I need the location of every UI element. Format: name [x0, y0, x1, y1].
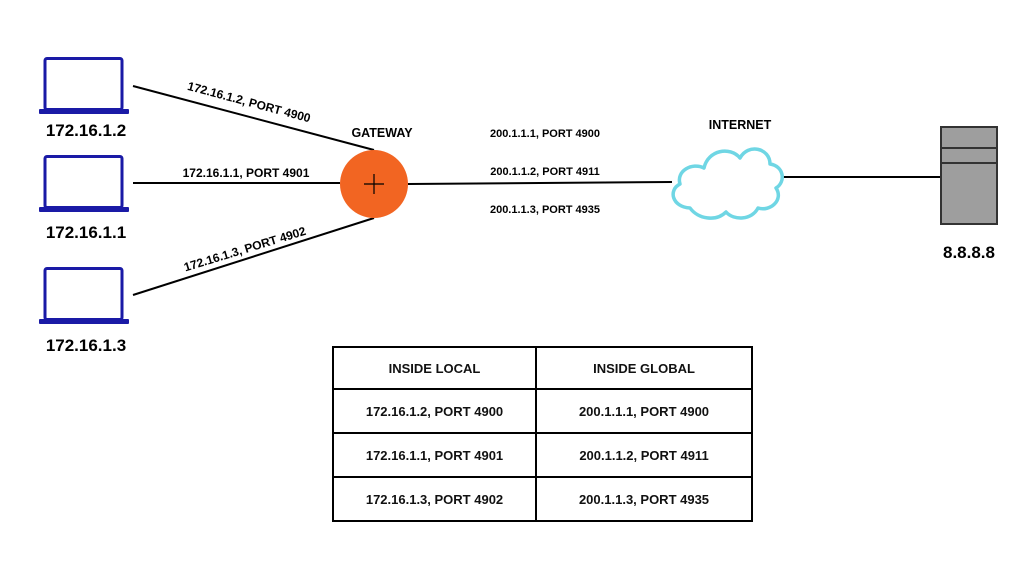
table-cell: 200.1.1.3, PORT 4935	[535, 476, 753, 522]
table-cell: 200.1.1.1, PORT 4900	[535, 388, 753, 434]
server-icon	[940, 126, 998, 225]
laptop-icon	[39, 267, 129, 324]
link-gateway-internet	[407, 181, 673, 185]
link-host3-gateway	[132, 217, 375, 296]
column-header-inside-global: INSIDE GLOBAL	[535, 346, 753, 390]
link-host1-gateway	[132, 85, 375, 151]
server-ip-label: 8.8.8.8	[943, 243, 995, 262]
outside-label: 200.1.1.1, PORT 4900	[490, 128, 600, 140]
table-row: 172.16.1.1, PORT 4901 200.1.1.2, PORT 49…	[332, 432, 753, 478]
laptop-icon	[39, 57, 129, 114]
table-cell: 200.1.1.2, PORT 4911	[535, 432, 753, 478]
link-label: 172.16.1.1, PORT 4901	[183, 166, 310, 180]
host-ip-label: 172.16.1.2	[46, 121, 126, 140]
laptop-icon	[39, 155, 129, 212]
gateway-router	[340, 150, 408, 218]
column-header-inside-local: INSIDE LOCAL	[332, 346, 537, 390]
table-row: 172.16.1.3, PORT 4902 200.1.1.3, PORT 49…	[332, 476, 753, 522]
table-header-row: INSIDE LOCAL INSIDE GLOBAL	[332, 346, 753, 390]
table-cell: 172.16.1.1, PORT 4901	[332, 432, 537, 478]
table-cell: 172.16.1.2, PORT 4900	[332, 388, 537, 434]
outside-label: 200.1.1.2, PORT 4911	[490, 166, 599, 178]
host-ip-label: 172.16.1.1	[46, 223, 126, 242]
gateway-label: GATEWAY	[351, 126, 413, 140]
link-label: 172.16.1.2, PORT 4900	[186, 79, 312, 125]
table-cell: 172.16.1.3, PORT 4902	[332, 476, 537, 522]
host-ip-label: 172.16.1.3	[46, 336, 126, 355]
internet-label: INTERNET	[709, 118, 772, 132]
cloud-icon	[671, 147, 784, 220]
link-label: 172.16.1.3, PORT 4902	[182, 224, 308, 275]
nat-table: INSIDE LOCAL INSIDE GLOBAL 172.16.1.2, P…	[332, 346, 753, 522]
outside-label: 200.1.1.3, PORT 4935	[490, 204, 600, 216]
table-row: 172.16.1.2, PORT 4900 200.1.1.1, PORT 49…	[332, 388, 753, 434]
